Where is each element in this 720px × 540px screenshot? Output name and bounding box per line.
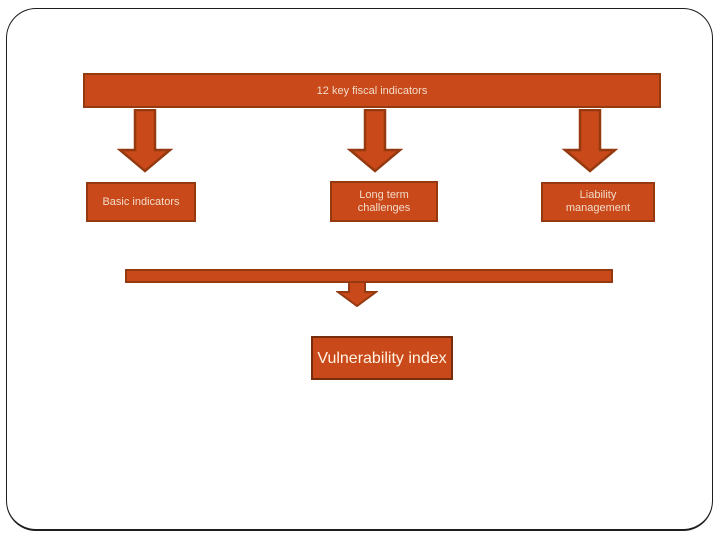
branch-box-label: Long term challenges [357, 188, 411, 214]
down-arrow-icon [562, 109, 618, 173]
branch-box-long-term-challenges: Long term challenges [330, 181, 438, 222]
branch-box-label: Liability management [565, 189, 631, 214]
title-bar: 12 key fiscal indicators [83, 73, 661, 108]
down-arrow-icon [347, 109, 403, 173]
result-box-label: Vulnerability index [317, 349, 447, 367]
branch-box-basic-indicators: Basic indicators [86, 182, 196, 222]
result-box-vulnerability-index: Vulnerability index [311, 336, 453, 380]
collector-bar [125, 269, 613, 283]
down-arrow-icon [117, 109, 173, 173]
down-arrow-icon [336, 280, 378, 307]
branch-box-liability-management: Liability management [541, 182, 655, 222]
branch-box-label: Basic indicators [102, 195, 180, 208]
title-bar-label: 12 key fiscal indicators [316, 84, 428, 97]
